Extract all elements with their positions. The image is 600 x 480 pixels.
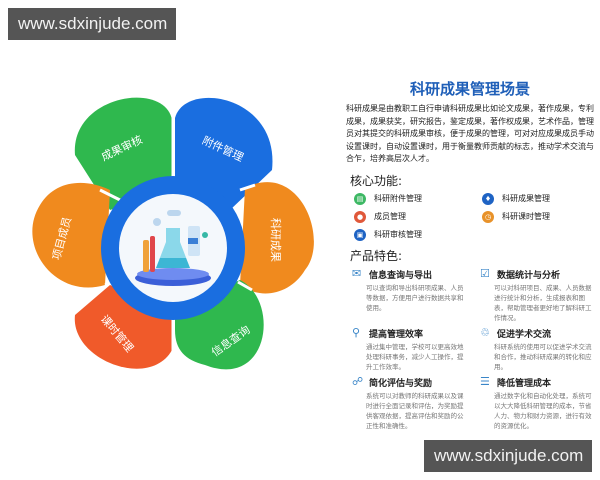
features-heading: 产品特色: — [350, 248, 403, 263]
description-panel: 科研成果管理场景 科研成果是由教职工自行申请科研成果比如论文成果，著作成果，专利… — [346, 78, 594, 431]
hierarchy-icon: ☍ — [352, 375, 364, 388]
features-grid: ✉信息查询与导出 可以查询和导出科研项成果、人员等数据，方便用户进行数据共享和使… — [352, 268, 594, 431]
core-item-attachment: ▤ 科研附件管理 — [354, 192, 482, 205]
watermark-top: www.sdxinjude.com — [8, 8, 176, 40]
watermark-bottom: www.sdxinjude.com — [424, 440, 592, 472]
feature-item: ⚲提高管理效率 通过集中管理，学校可以更高效地处理科研事务，减少人工操作，提升工… — [352, 326, 464, 371]
review-icon: ▣ — [354, 228, 366, 241]
clock-icon: ◷ — [482, 210, 494, 223]
petal-project-members — [32, 182, 110, 288]
feature-item: ♲促进学术交流 科研系统的使用可以促进学术交流和合作，推动科研成果的转化和应用。 — [480, 326, 592, 371]
feature-item: ☑数据统计与分析 可以对科研项目、成果、人员数据进行统计和分析，生成报表和图表，… — [480, 267, 592, 322]
chart-icon: ☑ — [480, 267, 490, 280]
user-icon: ● — [354, 210, 366, 223]
lightbulb-icon: ♦ — [482, 192, 494, 205]
core-functions: ▤ 科研附件管理 ♦ 科研成果管理 ● 成员管理 ◷ 科研课时管理 ▣ 科研审核… — [354, 192, 594, 241]
panel-title: 科研成果管理场景 — [409, 80, 530, 98]
petal-research-result — [240, 182, 314, 294]
petal-label-research-result: 科研成果 — [269, 218, 283, 262]
flower-diagram: 成果审核 附件管理 科研成果 信息查询 课时管理 项目成员 — [32, 97, 314, 370]
feature-item: ✉信息查询与导出 可以查询和导出科研项成果、人员等数据，方便用户进行数据共享和使… — [352, 267, 464, 312]
person-chart-icon: ⚲ — [352, 326, 361, 339]
core-item-member: ● 成员管理 — [354, 210, 482, 223]
lab-flask-icon — [135, 210, 211, 286]
core-heading: 核心功能: — [350, 173, 403, 188]
core-item-result: ♦ 科研成果管理 — [482, 192, 600, 205]
core-item-hours: ◷ 科研课时管理 — [482, 210, 600, 223]
database-icon: ☰ — [480, 375, 490, 388]
document-icon: ▤ — [354, 192, 366, 205]
core-item-review: ▣ 科研审核管理 — [354, 228, 482, 241]
panel-intro: 科研成果是由教职工自行申请科研成果比如论文成果，著作成果，专利成果，成果获奖，研… — [346, 104, 594, 163]
feature-item: ☍简化评估与奖励 系统可以对教师的科研成果以及课时进行全面记录和评估，为奖励提供… — [352, 375, 464, 430]
exchange-icon: ♲ — [480, 326, 490, 339]
feature-item: ☰降低管理成本 通过数字化和自动化处理，系统可以大大降低科研管理的成本，节省人力… — [480, 375, 592, 430]
mail-icon: ✉ — [352, 267, 362, 280]
